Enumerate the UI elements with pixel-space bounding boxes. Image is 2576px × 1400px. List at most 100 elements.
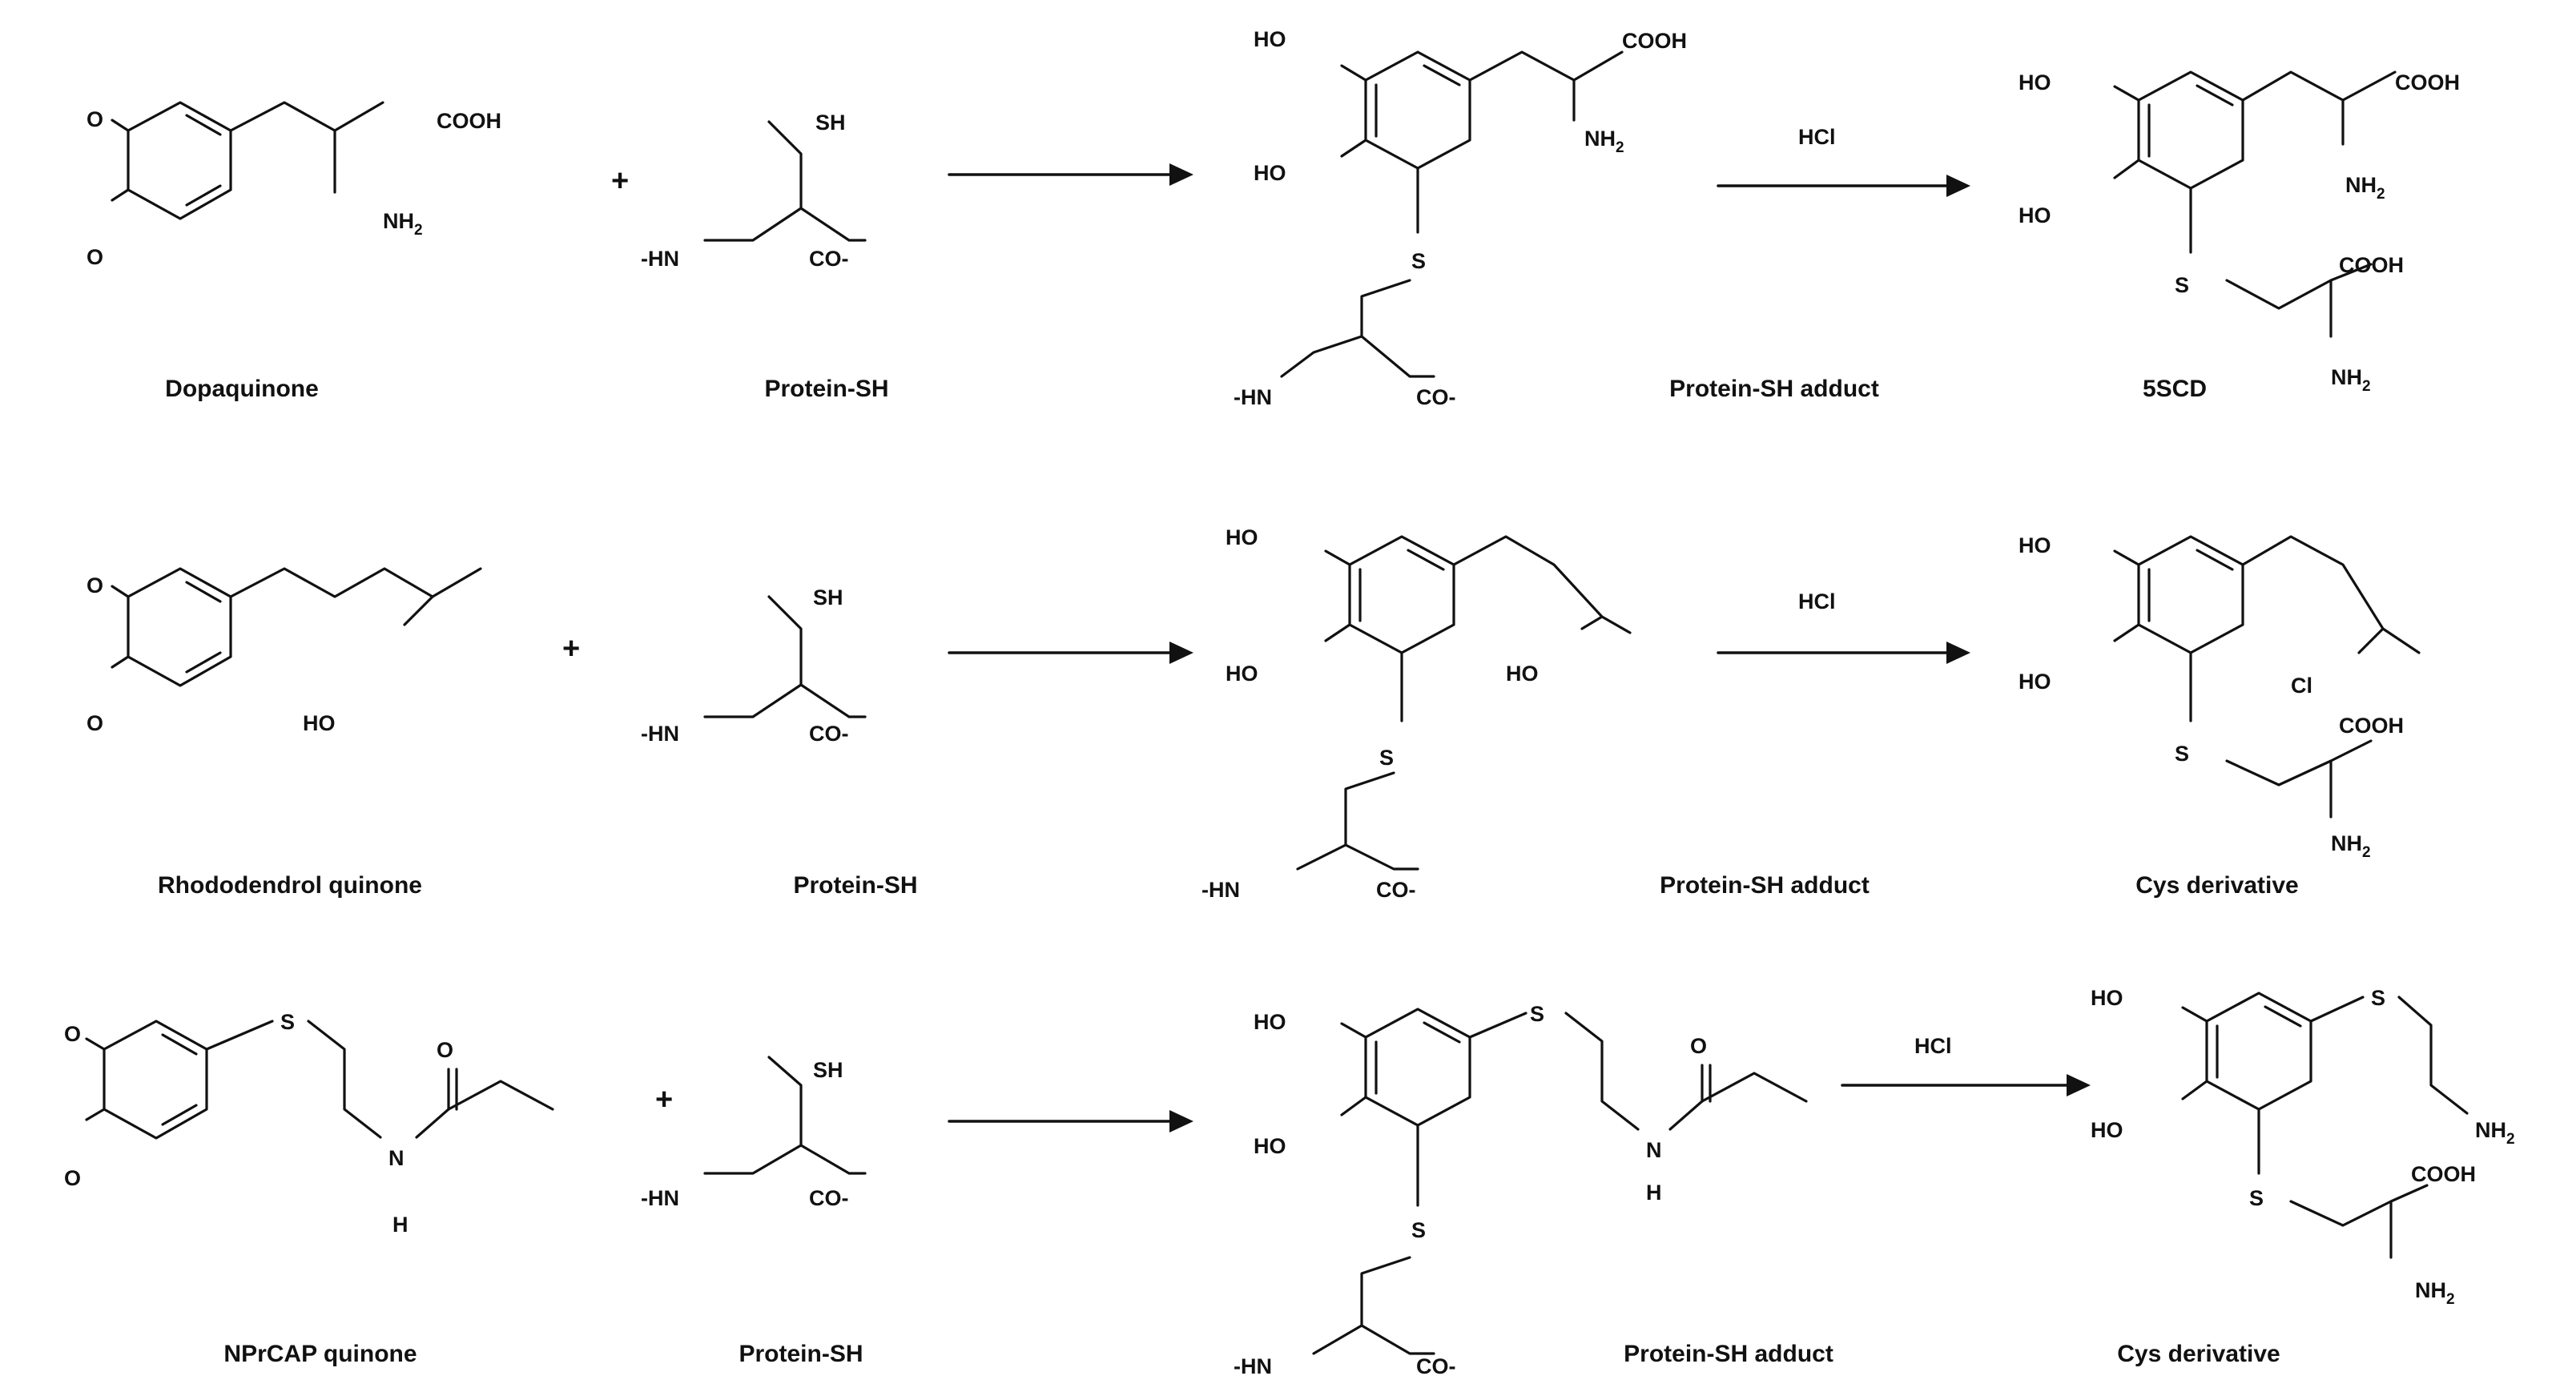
compound-name: NPrCAP quinone <box>223 1341 417 1367</box>
carbonyl-label: CO- <box>809 1186 849 1210</box>
plus-sign: + <box>562 632 580 666</box>
hydroxyl-label: HO <box>1226 525 1258 549</box>
compound-name: Protein-SH <box>739 1341 863 1367</box>
hydroxyl-label: HO <box>2091 986 2123 1010</box>
compound-name: Protein-SH adduct <box>1624 1341 1833 1367</box>
oxo-label: O <box>87 711 103 735</box>
reagent-label: HCl <box>1798 125 1836 149</box>
reagent-label: HCl <box>1798 589 1836 614</box>
oxo-label: O <box>87 573 103 597</box>
amine-label: NH2 <box>2331 365 2371 395</box>
hydroxyl-label: HO <box>1506 662 1539 686</box>
plus-sign: + <box>655 1083 673 1116</box>
oxo-label: O <box>87 107 103 131</box>
sulfur-label: S <box>2371 986 2385 1010</box>
amide-n-label: -HN <box>1201 878 1240 902</box>
amide-n-label: -HN <box>641 722 679 746</box>
product-structure: HO HO S S NH2 COOH NH2 <box>2091 986 2515 1308</box>
amide-n-label: -HN <box>1234 385 1272 409</box>
compound-name: Protein-SH <box>793 872 917 899</box>
amide-h-label: H <box>392 1213 409 1237</box>
protein-sh-structure: SH -HN CO- <box>641 585 867 746</box>
product-structure: HO HO S COOH NH2 COOH NH2 <box>2019 70 2460 395</box>
sulfur-label: S <box>2249 1186 2264 1210</box>
oxo-label: O <box>1690 1034 1707 1058</box>
row-rhododendrol: O O HO Rhododendrol quinone + SH -HN CO-… <box>87 525 2421 902</box>
hydroxyl-label: HO <box>2091 1118 2123 1142</box>
amide-h-label: H <box>1646 1181 1662 1205</box>
oxo-label: O <box>64 1166 81 1190</box>
thiol-label: SH <box>813 1058 843 1082</box>
compound-name: Protein-SH adduct <box>1660 872 1870 899</box>
protein-sh-structure: SH -HN CO- <box>641 111 867 271</box>
carbonyl-label: CO- <box>809 247 849 271</box>
sulfur-label: S <box>2175 273 2189 297</box>
compound-name: Cys derivative <box>2117 1341 2280 1367</box>
reaction-arrow <box>948 642 1193 664</box>
hcl-arrow: HCl <box>1717 589 1970 664</box>
product-structure: HO HO Cl S COOH NH2 <box>2019 533 2421 861</box>
amine-label: NH2 <box>2415 1278 2455 1308</box>
hydroxyl-label: HO <box>1254 1010 1286 1034</box>
hydroxyl-label: HO <box>303 711 336 735</box>
carbonyl-label: CO- <box>1416 385 1456 409</box>
carboxyl-label: COOH <box>2339 253 2404 277</box>
amine-label: NH2 <box>2475 1118 2515 1148</box>
carboxyl-label: COOH <box>2411 1162 2476 1186</box>
amide-n-label: N <box>1646 1138 1662 1162</box>
adduct-structure: HO HO S COOH NH2 -HN CO- <box>1234 27 1687 409</box>
thiol-label: SH <box>815 111 846 135</box>
protein-sh-structure: SH -HN CO- <box>641 1056 867 1210</box>
amine-label: NH2 <box>2331 831 2371 861</box>
hcl-arrow: HCl <box>1717 125 1970 197</box>
carboxyl-label: COOH <box>437 109 501 133</box>
amine-label: NH2 <box>1584 127 1624 156</box>
oxo-label: O <box>87 245 103 269</box>
carbonyl-label: CO- <box>1416 1354 1456 1378</box>
dopaquinone-structure: O O COOH NH2 <box>87 101 501 269</box>
amine-label: NH2 <box>2345 173 2385 203</box>
sulfur-label: S <box>1530 1002 1544 1026</box>
hydroxyl-label: HO <box>2019 70 2051 95</box>
plus-sign: + <box>611 164 629 198</box>
hydroxyl-label: HO <box>1254 161 1286 185</box>
oxo-label: O <box>437 1038 453 1062</box>
sulfur-label: S <box>1379 746 1394 770</box>
oxo-label: O <box>64 1022 81 1046</box>
amide-n-label: -HN <box>641 1186 679 1210</box>
amide-n-label: N <box>388 1146 405 1170</box>
sulfur-label: S <box>2175 742 2189 766</box>
adduct-structure: HO HO S S O N H -HN CO- <box>1234 1002 1808 1378</box>
amine-label: NH2 <box>383 209 423 239</box>
carbonyl-label: CO- <box>809 722 849 746</box>
sulfur-label: S <box>1411 249 1426 273</box>
row-dopaquinone: O O COOH NH2 Dopaquinone + SH -HN CO- Pr… <box>87 27 2460 409</box>
hydroxyl-label: HO <box>1226 662 1258 686</box>
carbonyl-label: CO- <box>1376 878 1416 902</box>
compound-name: Rhododendrol quinone <box>158 872 422 899</box>
nprcap-quinone-structure: O O S O N H <box>64 1010 554 1237</box>
compound-name: Cys derivative <box>2135 872 2298 899</box>
row-nprcap: O O S O N H NPrCAP quinone + SH -HN CO- … <box>64 986 2515 1378</box>
sulfur-label: S <box>1411 1218 1426 1242</box>
compound-name: 5SCD <box>2143 376 2207 402</box>
hydroxyl-label: HO <box>2019 203 2051 227</box>
carboxyl-label: COOH <box>2395 70 2460 95</box>
hcl-arrow: HCl <box>1841 1034 2091 1096</box>
compound-name: Protein-SH <box>764 376 888 402</box>
hydroxyl-label: HO <box>1254 27 1286 51</box>
amide-n-label: -HN <box>641 247 679 271</box>
compound-name: Protein-SH adduct <box>1669 376 1879 402</box>
hydroxyl-label: HO <box>2019 670 2051 694</box>
carboxyl-label: COOH <box>1622 29 1687 53</box>
hydroxyl-label: HO <box>2019 533 2051 557</box>
rhododendrol-quinone-structure: O O HO <box>87 567 482 735</box>
amide-n-label: -HN <box>1234 1354 1272 1378</box>
compound-name: Dopaquinone <box>165 376 319 402</box>
reagent-label: HCl <box>1914 1034 1952 1058</box>
thiol-label: SH <box>813 585 843 609</box>
chloro-label: Cl <box>2291 674 2312 698</box>
hydroxyl-label: HO <box>1254 1134 1286 1158</box>
reaction-arrow <box>948 163 1193 186</box>
